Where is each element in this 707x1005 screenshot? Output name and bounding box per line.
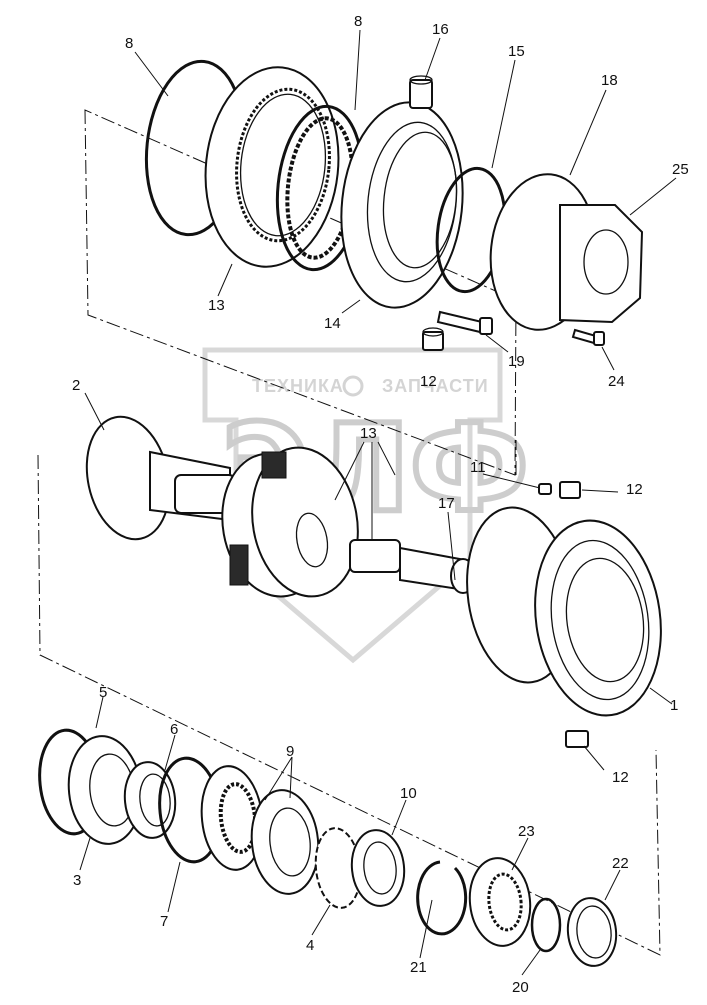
callout-23: 23 — [518, 823, 535, 840]
drain-plug-upper — [422, 327, 444, 351]
shim-22 — [566, 897, 618, 967]
callout-25: 25 — [672, 161, 689, 178]
callout-7: 7 — [160, 913, 168, 930]
callout-20: 20 — [512, 979, 529, 996]
leader-lines — [79, 29, 677, 976]
callout-1: 1 — [670, 697, 678, 714]
callout-5: 5 — [99, 684, 107, 701]
sun-shaft — [349, 539, 476, 594]
bolt-19 — [436, 310, 493, 335]
watermark-line1: ТЕХНИКА — [252, 376, 344, 396]
callout-24: 24 — [608, 373, 625, 390]
callout-22: 22 — [612, 855, 629, 872]
callout-14: 14 — [324, 315, 341, 332]
callout-4: 4 — [306, 937, 314, 954]
callout-6: 6 — [170, 721, 178, 738]
circlip-20 — [530, 897, 562, 953]
circlip-21 — [416, 860, 468, 936]
callout-2: 2 — [72, 377, 80, 394]
breather-plug — [409, 75, 433, 109]
planetary-carrier — [221, 446, 359, 598]
nut-10 — [350, 829, 406, 907]
callout-8: 8 — [125, 35, 133, 52]
callout-15: 15 — [508, 43, 525, 60]
callout-8: 8 — [354, 13, 362, 30]
callout-9: 9 — [286, 743, 294, 760]
callout-16: 16 — [432, 21, 449, 38]
callout-19: 19 — [508, 353, 525, 370]
callout-13: 13 — [208, 297, 225, 314]
callout-17: 17 — [438, 495, 455, 512]
callout-12: 12 — [420, 373, 437, 390]
callout-13: 13 — [360, 425, 377, 442]
bearing-9b — [250, 789, 320, 895]
callout-21: 21 — [410, 959, 427, 976]
callout-10: 10 — [400, 785, 417, 802]
adapter-flange — [489, 173, 644, 331]
callout-3: 3 — [73, 872, 81, 889]
fitting-11 — [538, 483, 552, 495]
callout-18: 18 — [601, 72, 618, 89]
bolt-24 — [571, 328, 605, 346]
output-flange-shaft — [85, 415, 236, 541]
housing-cover — [340, 101, 464, 309]
callout-12: 12 — [626, 481, 643, 498]
callout-12: 12 — [612, 769, 629, 786]
hub-housing — [466, 506, 662, 717]
plug-lower — [565, 730, 589, 748]
bearing-23 — [468, 857, 532, 947]
callout-11: 11 — [470, 459, 486, 476]
plug-right — [559, 481, 581, 499]
callouts: 8 8 16 15 18 25 13 14 19 12 24 2 13 11 1… — [72, 13, 689, 996]
ring-gear-plate — [204, 66, 340, 268]
watermark-line2: ЗАПЧАСТИ — [382, 376, 489, 396]
